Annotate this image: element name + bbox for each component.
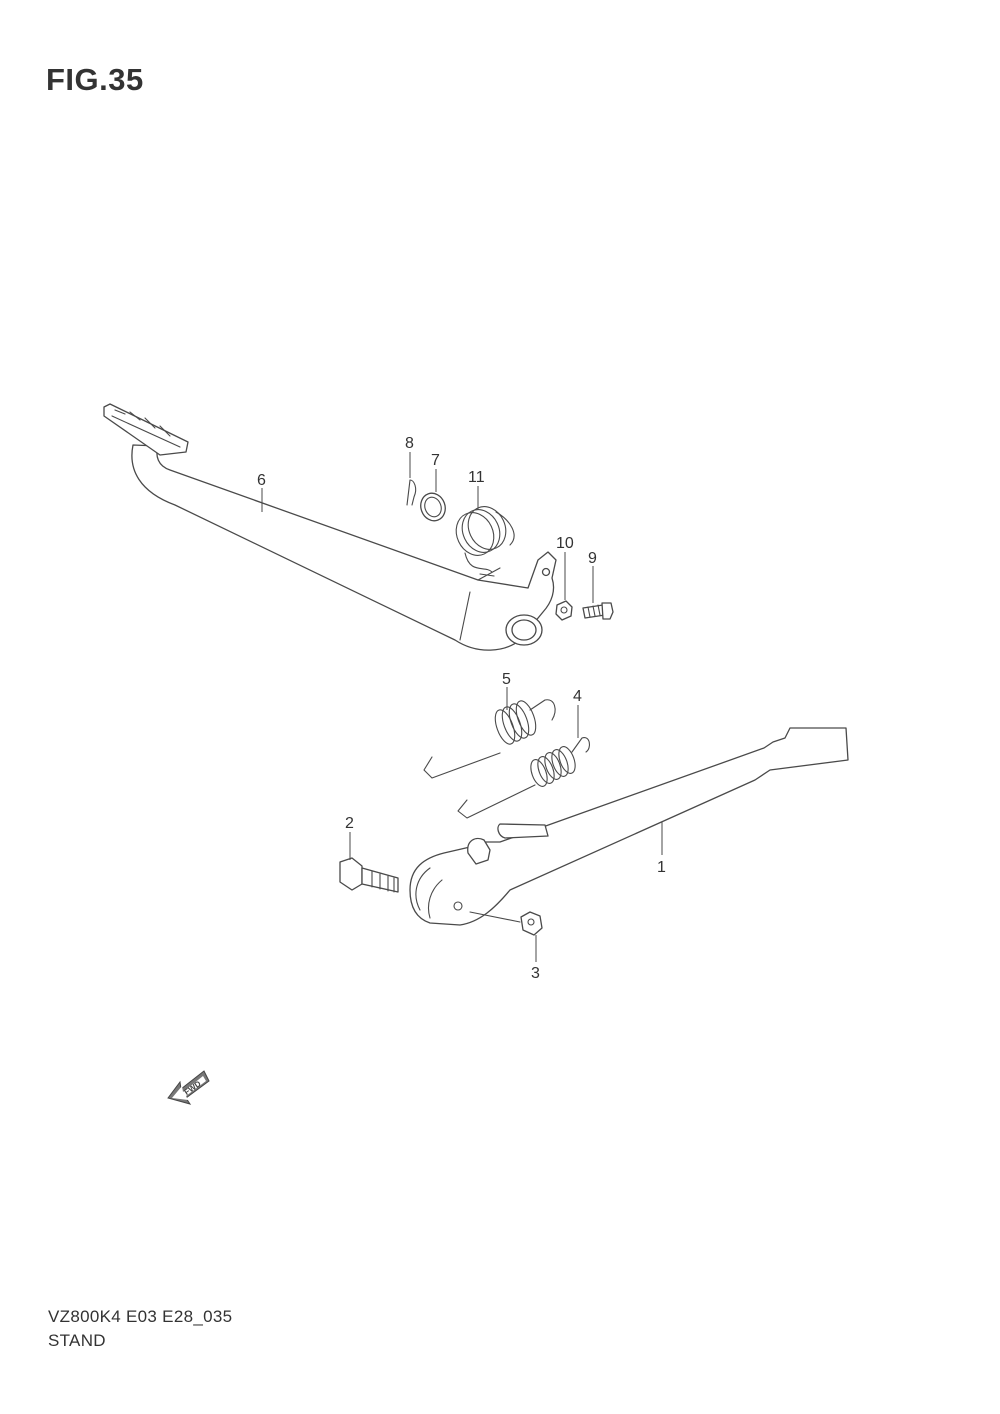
side-stand-part-1 [409, 727, 849, 926]
bolt-part-9 [582, 602, 614, 620]
stand-spring-part-5 [423, 699, 556, 779]
nut-part-3 [469, 911, 543, 936]
callout-4: 4 [573, 688, 582, 705]
torsion-spring-part-11 [455, 506, 515, 573]
callout-11: 11 [468, 469, 485, 486]
brake-pedal-part-6 [103, 403, 557, 651]
callout-2: 2 [345, 815, 354, 832]
stand-spring-part-4 [457, 737, 591, 819]
leader-lines [261, 452, 663, 962]
figure-title: FIG.35 [46, 62, 144, 97]
cotter-pin-part-8 [406, 479, 417, 506]
section-name: STAND [48, 1331, 106, 1350]
nut-part-10 [555, 600, 573, 621]
callout-8: 8 [405, 435, 414, 452]
washer-part-7 [420, 492, 446, 522]
callout-9: 9 [588, 550, 597, 567]
callout-5: 5 [502, 671, 511, 688]
callout-6: 6 [257, 472, 266, 489]
callout-7: 7 [431, 452, 440, 469]
callout-1: 1 [657, 859, 666, 876]
bolt-part-2 [339, 857, 399, 893]
callout-10: 10 [556, 535, 574, 552]
callout-3: 3 [531, 965, 540, 982]
fwd-arrow-icon: FWD [167, 1070, 210, 1105]
model-code: VZ800K4 E03 E28_035 [48, 1307, 233, 1326]
